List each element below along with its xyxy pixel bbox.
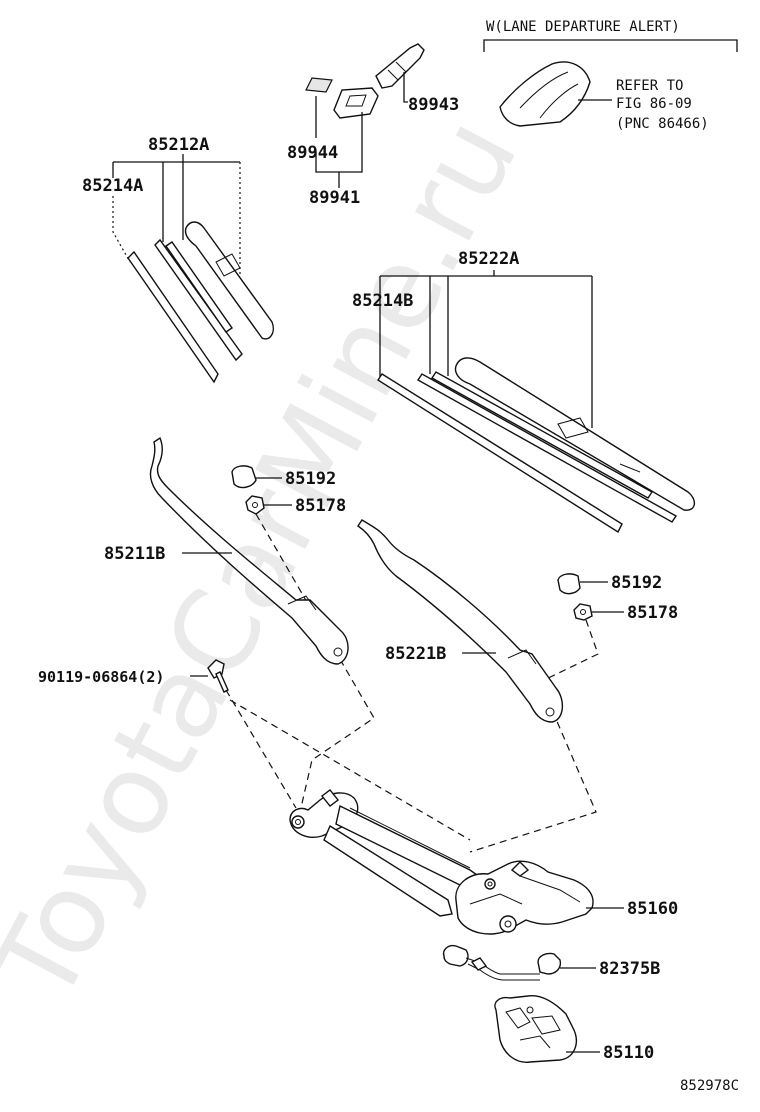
bolt-group: 90119-06864(2) bbox=[38, 659, 471, 841]
wiper-arm-85211B-icon bbox=[149, 436, 349, 665]
label-89943: 89943 bbox=[408, 95, 459, 115]
label-85192-right: 85192 bbox=[611, 573, 662, 593]
wiper-motor-85110-icon bbox=[494, 995, 578, 1063]
nut-85178-left-icon bbox=[245, 495, 265, 515]
refer-line-2: FIG 86-09 bbox=[616, 96, 692, 112]
pad-89944-icon bbox=[305, 77, 333, 93]
label-90119-06864: 90119-06864(2) bbox=[38, 668, 164, 686]
blade-assembly-85222A-icon bbox=[454, 357, 695, 511]
figure-number: 852978C bbox=[680, 1078, 739, 1094]
variant-header: W(LANE DEPARTURE ALERT) bbox=[486, 19, 680, 35]
label-85192-left: 85192 bbox=[285, 469, 336, 489]
label-85221B: 85221B bbox=[385, 644, 446, 664]
wiper-arm-85221B-icon bbox=[357, 519, 563, 723]
label-85160: 85160 bbox=[627, 899, 678, 919]
left-blade-group: 85212A 85214A bbox=[82, 135, 274, 384]
blade-strip-inner-icon bbox=[165, 241, 233, 333]
label-85212A: 85212A bbox=[148, 135, 209, 155]
clips-group: 89943 89944 89941 bbox=[287, 43, 459, 208]
linkage-group: 85160 bbox=[289, 789, 678, 935]
cap-85192-left-icon bbox=[231, 465, 257, 489]
blade-strip-right-outer-icon bbox=[416, 373, 678, 523]
cap-85192-right-icon bbox=[557, 573, 581, 595]
right-blade-group: 85222A 85214B bbox=[352, 249, 695, 534]
connector-right-icon bbox=[537, 952, 562, 975]
camera-cover-icon bbox=[499, 61, 591, 127]
wire-harness-group: 82375B bbox=[442, 944, 660, 981]
connector-left-icon bbox=[442, 944, 469, 967]
label-85110: 85110 bbox=[603, 1043, 654, 1063]
lane-departure-alert-group: W(LANE DEPARTURE ALERT) REFER TO FIG 86-… bbox=[483, 19, 738, 132]
blade-strip-outer-icon bbox=[154, 238, 243, 362]
label-85211B: 85211B bbox=[104, 544, 165, 564]
link-rod-lower-icon bbox=[323, 824, 453, 917]
nut-85178-right-icon bbox=[573, 603, 593, 621]
label-85214A: 85214A bbox=[82, 176, 143, 196]
right-arm-group: 85192 85178 85221B bbox=[357, 519, 678, 853]
rubber-strip-85214A-icon bbox=[127, 250, 219, 384]
blade-strip-right-inner-icon bbox=[430, 371, 654, 499]
label-85222A: 85222A bbox=[458, 249, 519, 269]
label-89944: 89944 bbox=[287, 143, 338, 163]
blade-assembly-85212A-icon bbox=[184, 221, 274, 340]
label-89941: 89941 bbox=[309, 188, 360, 208]
left-arm-group: 85192 85178 85211B bbox=[104, 436, 375, 813]
refer-line-1: REFER TO bbox=[616, 78, 683, 94]
variant-bracket bbox=[483, 39, 738, 52]
holder-89941-icon bbox=[333, 87, 379, 119]
refer-line-3: (PNC 86466) bbox=[616, 116, 709, 132]
label-85214B: 85214B bbox=[352, 291, 413, 311]
rubber-strip-85214B-icon bbox=[377, 373, 623, 534]
motor-group: 85110 bbox=[494, 995, 654, 1063]
label-85178-left: 85178 bbox=[295, 496, 346, 516]
label-85178-right: 85178 bbox=[627, 603, 678, 623]
label-82375B: 82375B bbox=[599, 959, 660, 979]
